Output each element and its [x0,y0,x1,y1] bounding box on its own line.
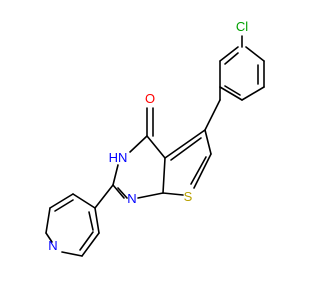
bond [72,193,96,209]
amide-nitrogen-atom: HN [109,150,128,165]
bond [204,129,212,155]
ring-nitrogen-atom: N [127,191,136,206]
bond [162,157,166,194]
bond [112,164,119,186]
chlorine-atom: Cl [236,19,248,34]
bond [245,46,265,62]
bond [219,86,243,101]
bond-inner [54,199,74,212]
bond [162,192,184,196]
bond [112,184,125,199]
bond [146,135,166,159]
chlorophenyl-ring [219,46,265,101]
bond [241,86,265,101]
pyridine-nitrogen-atom: N [48,238,57,253]
pyrimidinone-ring [112,135,166,199]
bond-inner [224,52,239,65]
bond-inner [117,187,128,199]
bond [129,135,148,153]
bond [45,232,53,243]
bond [45,207,51,234]
bond [94,184,114,209]
bond [164,129,206,159]
bond [137,192,164,199]
bond-inner [79,231,94,251]
molecule-structure: Cl S HN N O N [45,19,265,257]
bond [204,99,221,131]
bond-inner [224,85,241,96]
bond-inner [88,211,94,231]
structure-canvas: Cl S HN N O N [45,19,265,257]
bond [49,193,74,209]
bond [61,251,83,257]
bond-inner [190,156,207,185]
oxygen-atom: O [145,91,155,106]
bond [193,153,212,189]
bond [219,46,239,62]
bond [94,207,100,234]
bond [81,232,100,257]
sulfur-atom: S [184,189,193,204]
bond-inner [170,137,202,161]
thiophene-ring [162,129,212,196]
pyridine-ring [45,193,100,257]
